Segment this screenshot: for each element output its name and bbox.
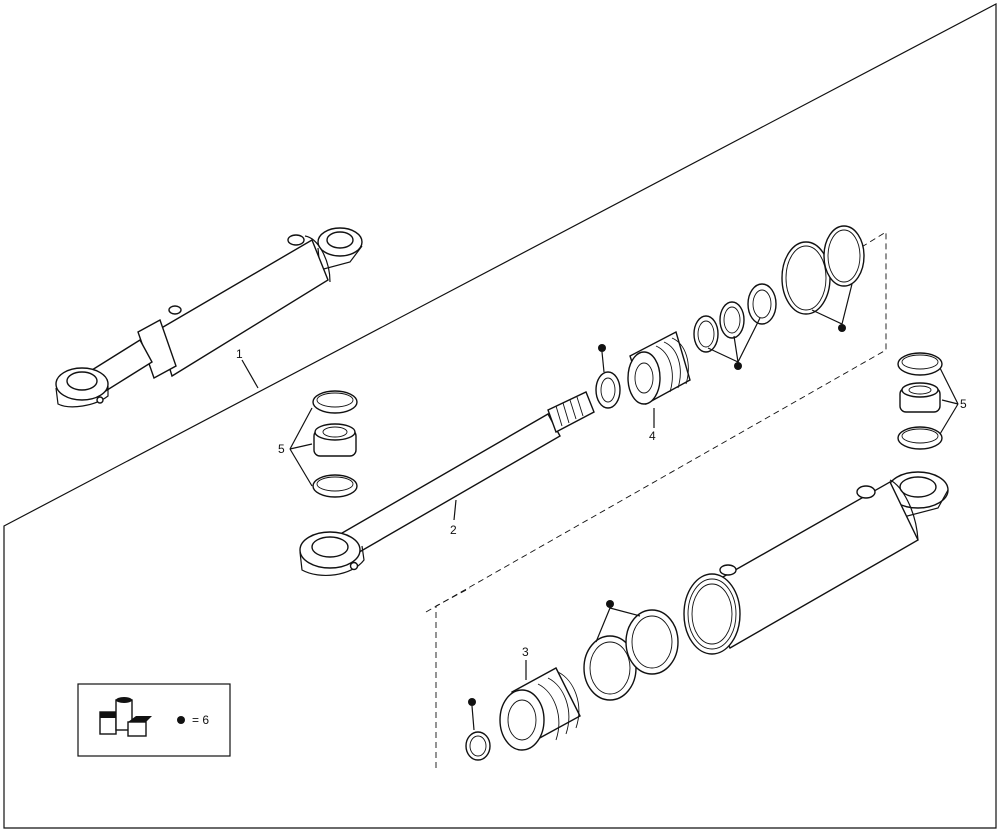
svg-text:1: 1 [236, 347, 243, 361]
callout-2: 2 [450, 499, 457, 537]
seal-kit-left [312, 390, 358, 498]
service-kit-markers-upper [598, 283, 853, 373]
piston-seals [465, 609, 679, 761]
piston [499, 667, 581, 751]
svg-text:3: 3 [522, 645, 529, 659]
legend-box: = 6 [77, 683, 231, 757]
piston-group-dashed-outline [435, 587, 471, 768]
gland-seals [693, 225, 865, 353]
callout-5-left: 5 [278, 407, 313, 487]
kit-bullet-icon [177, 716, 185, 724]
callout-3: 3 [522, 645, 529, 680]
svg-text:5: 5 [960, 397, 967, 411]
cylinder-barrel [683, 471, 949, 655]
diagram-frame [3, 3, 997, 829]
svg-text:4: 4 [649, 429, 656, 443]
callout-4: 4 [649, 408, 656, 443]
legend-text: = 6 [192, 713, 209, 727]
gland-group-dashed-outline [425, 231, 887, 613]
svg-text:5: 5 [278, 442, 285, 456]
gland-head [595, 330, 691, 409]
piston-rod [299, 391, 595, 577]
service-kit-icon [99, 697, 152, 737]
assembled-cylinder [55, 227, 363, 408]
svg-text:2: 2 [450, 523, 457, 537]
service-kit-markers-lower [468, 600, 641, 731]
seal-kit-right [897, 352, 943, 450]
callout-5-right: 5 [939, 367, 967, 435]
callout-1: 1 [236, 347, 259, 389]
